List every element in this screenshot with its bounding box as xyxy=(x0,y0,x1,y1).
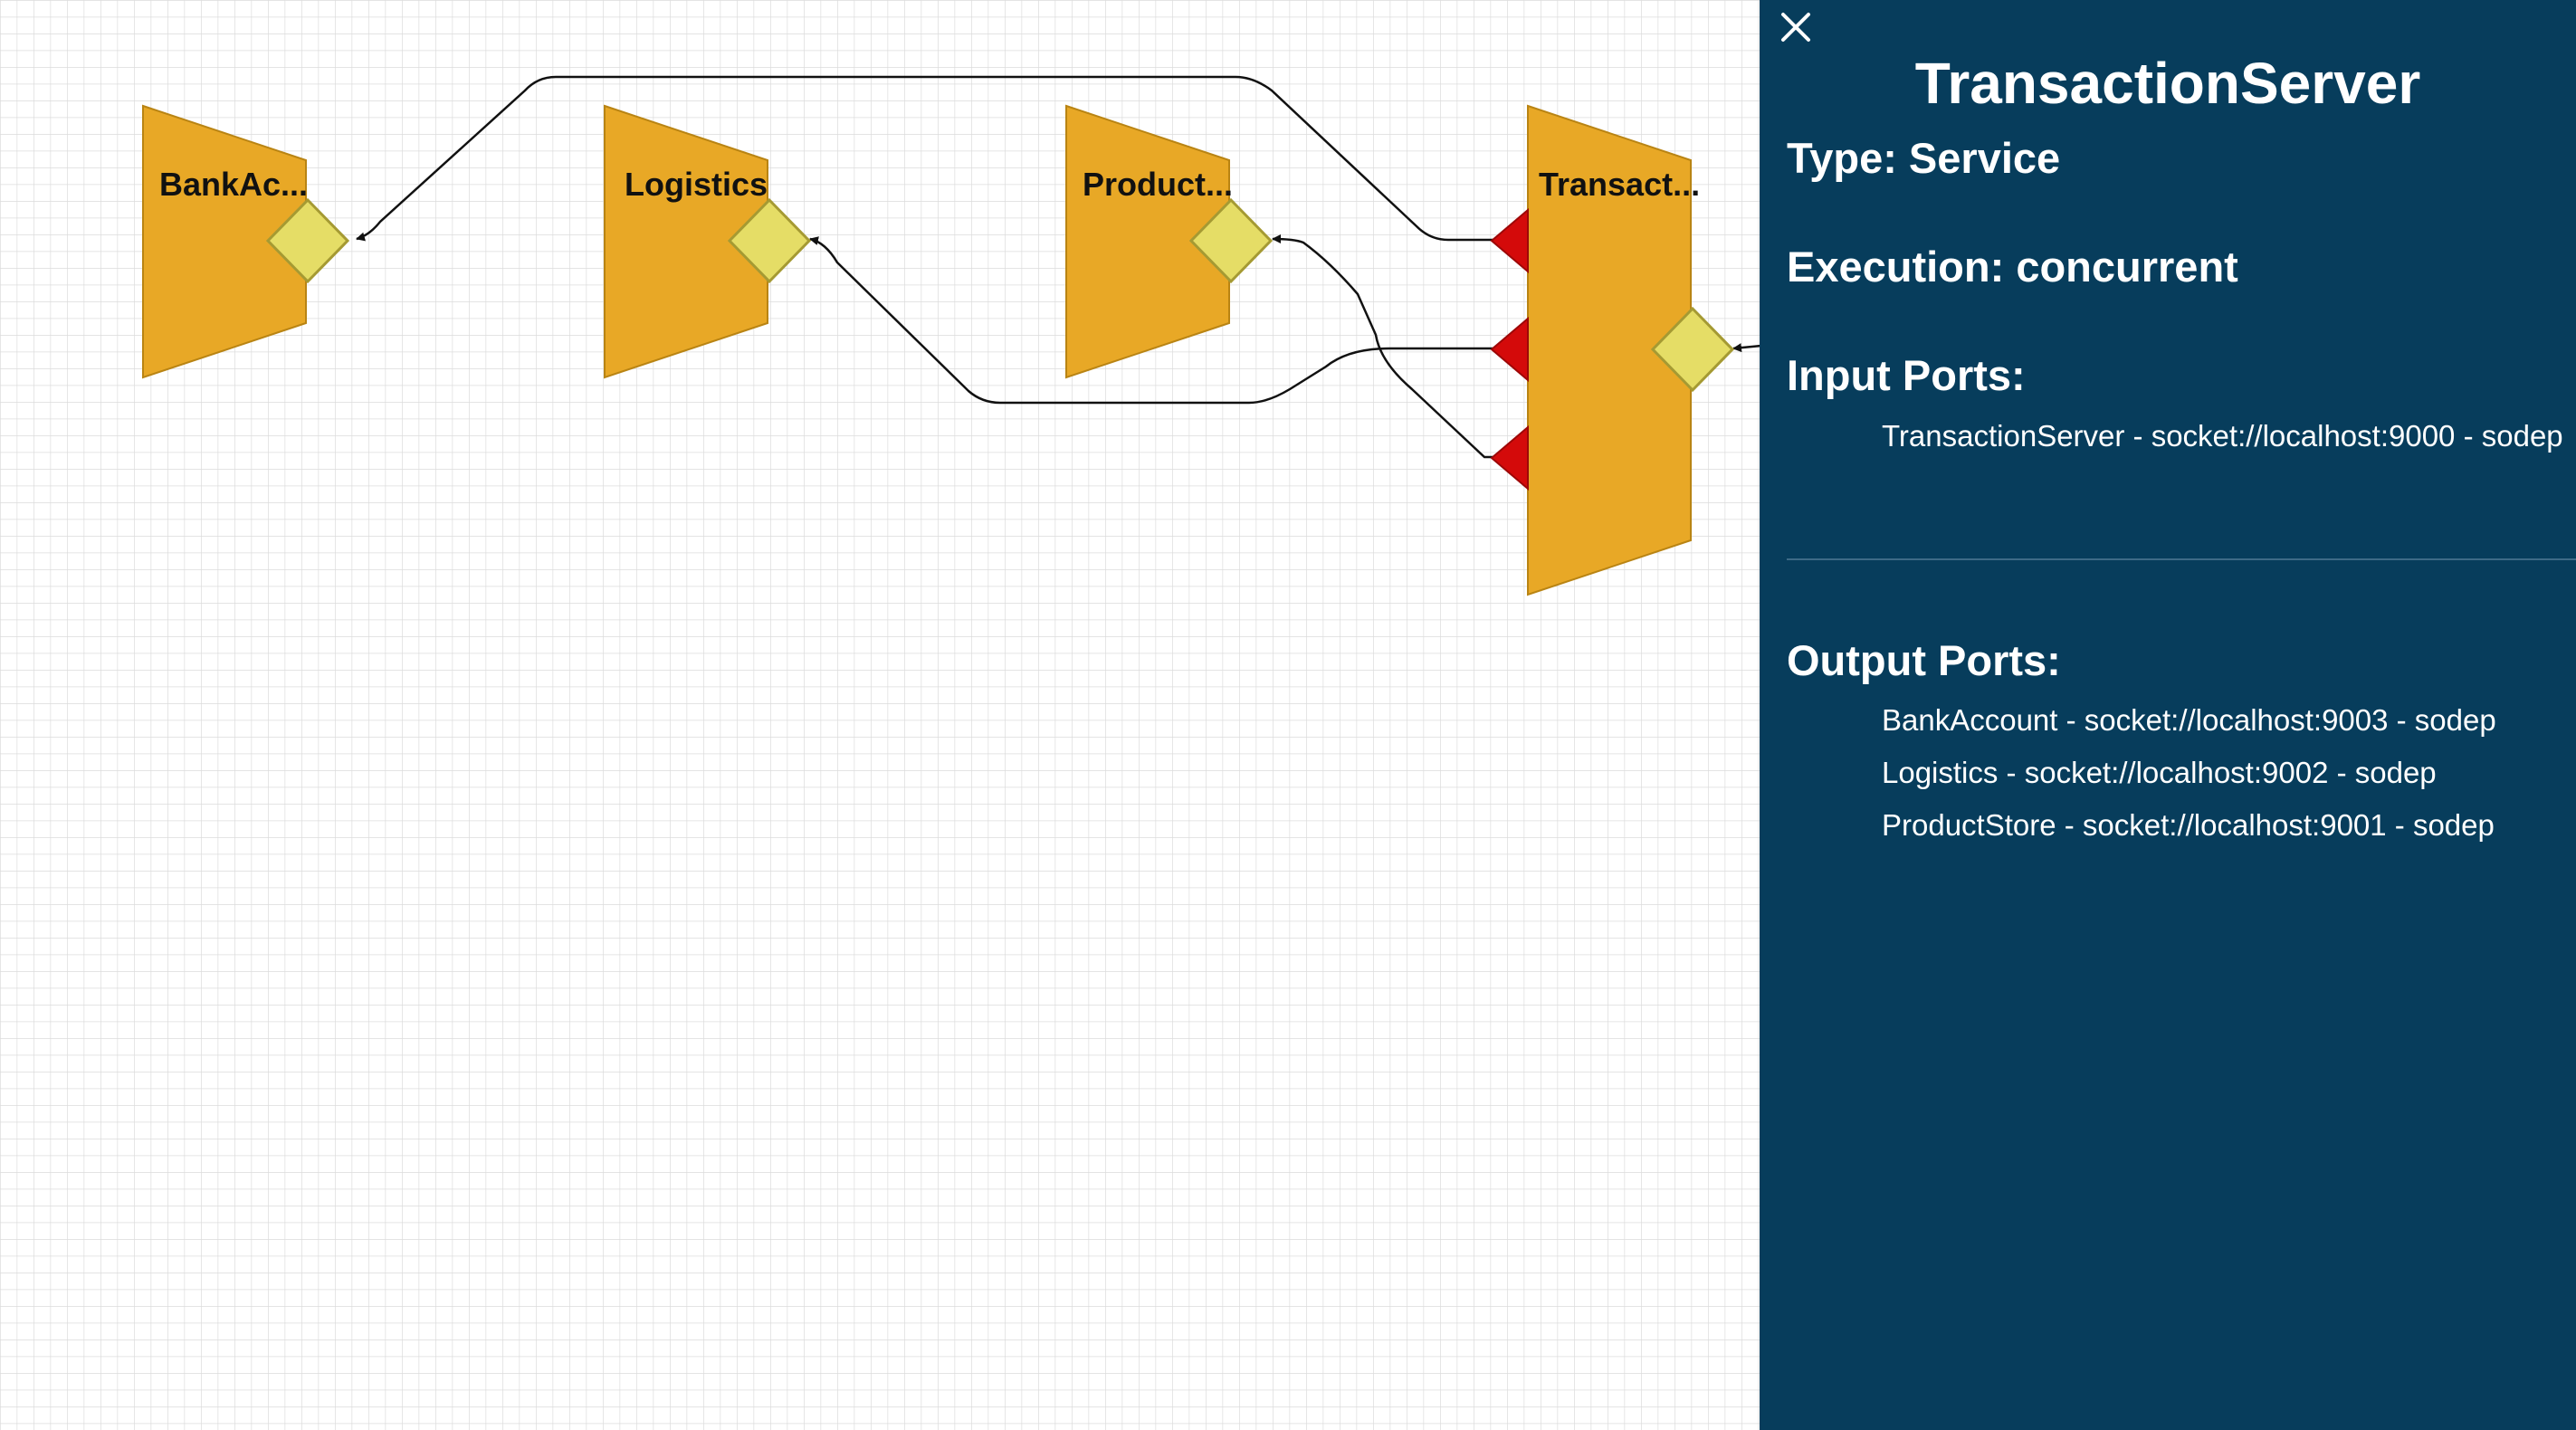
output-port-item: BankAccount - socket://localhost:9003 - … xyxy=(1882,703,2496,737)
node-label: BankAc... xyxy=(159,166,308,203)
node-logistics[interactable]: Logistics xyxy=(604,104,812,379)
input-port[interactable] xyxy=(1188,197,1274,284)
type-line: Type: Service xyxy=(1787,134,2061,182)
node-transactionserver[interactable]: Transact... xyxy=(1490,104,1735,596)
edges xyxy=(356,75,1762,459)
output-port[interactable] xyxy=(1490,207,1529,274)
node-label: Product... xyxy=(1083,166,1233,203)
node-label: Logistics xyxy=(625,166,768,203)
edge-transactionserver-logistics[interactable] xyxy=(809,236,1493,405)
output-port[interactable] xyxy=(1490,424,1529,491)
edge-transactionserver-productstore[interactable] xyxy=(1272,234,1525,459)
close-button[interactable] xyxy=(1778,9,1814,45)
close-icon xyxy=(1781,13,1810,42)
output-port-item: ProductStore - socket://localhost:9001 -… xyxy=(1882,808,2495,842)
output-ports-heading: Output Ports: xyxy=(1787,636,2061,684)
edge-transactionserver-bankaccount[interactable] xyxy=(356,75,1493,242)
node-productstore[interactable]: Product... xyxy=(1065,104,1274,379)
input-ports-heading: Input Ports: xyxy=(1787,351,2026,399)
output-port-item: Logistics - socket://localhost:9002 - so… xyxy=(1882,756,2437,789)
output-port[interactable] xyxy=(1490,316,1529,383)
input-port[interactable] xyxy=(727,197,812,284)
execution-line: Execution: concurrent xyxy=(1787,243,2238,291)
edge-incoming-transactionserver[interactable] xyxy=(1732,343,1762,353)
node-bankaccount[interactable]: BankAc... xyxy=(142,104,350,379)
input-port[interactable] xyxy=(265,197,350,284)
input-port-item: TransactionServer - socket://localhost:9… xyxy=(1882,419,2563,453)
details-panel: TransactionServer Type: Service Executio… xyxy=(1760,0,2576,1430)
panel-title: TransactionServer xyxy=(1914,51,2421,116)
node-label: Transact... xyxy=(1539,166,1700,203)
divider xyxy=(1787,558,2576,560)
input-port[interactable] xyxy=(1650,306,1735,393)
